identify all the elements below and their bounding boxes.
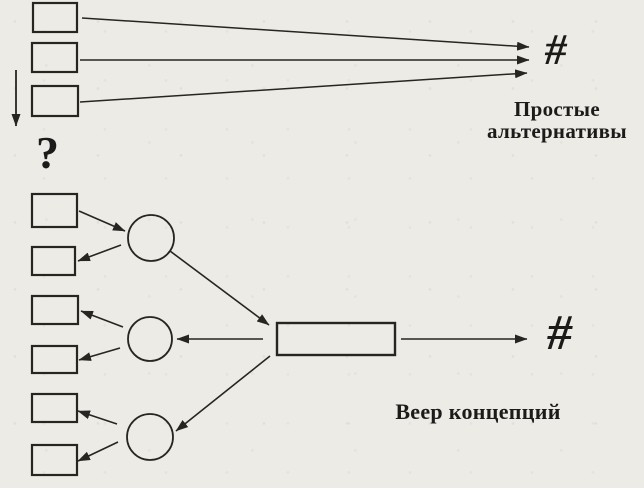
arrow	[78, 210, 126, 232]
arrow	[175, 355, 271, 432]
arrow	[77, 441, 119, 462]
hash-symbol-top: #	[541, 25, 571, 74]
simple-alternatives-label: Простые альтернативы	[467, 97, 644, 143]
alternative-box	[30, 84, 80, 118]
idea-box	[30, 294, 80, 326]
label-line: альтернативы	[487, 118, 627, 143]
concept-circle	[127, 214, 175, 262]
arrow	[79, 69, 528, 103]
idea-box	[30, 192, 79, 229]
arrow	[77, 244, 122, 262]
idea-box	[30, 392, 79, 424]
idea-box	[30, 443, 79, 477]
concept-fan-label: Веер концепций	[395, 399, 561, 424]
arrow	[81, 17, 530, 51]
alternative-box	[31, 1, 79, 34]
arrow	[169, 250, 270, 326]
question-mark: ?	[36, 127, 59, 178]
direction-box	[275, 321, 397, 357]
hash-symbol-bottom: #	[543, 304, 577, 360]
arrow	[77, 410, 118, 425]
concept-circle	[127, 316, 173, 362]
label-line: Простые	[514, 97, 600, 121]
simple-alternatives-diagram	[11, 1, 530, 127]
concept-circle	[126, 413, 174, 461]
idea-box	[30, 245, 77, 277]
alternative-box	[30, 41, 79, 74]
concept-fan-diagram	[30, 192, 528, 477]
idea-box	[30, 344, 79, 375]
arrow	[80, 310, 124, 328]
arrow	[78, 347, 121, 361]
